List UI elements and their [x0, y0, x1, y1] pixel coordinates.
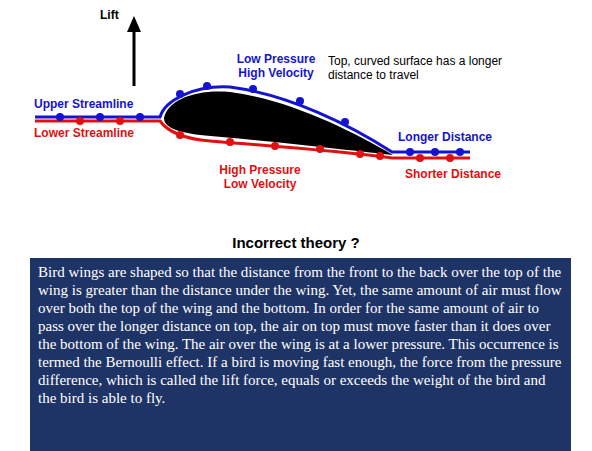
lift-label: Lift [100, 8, 119, 22]
upper-streamline-dots [56, 82, 464, 156]
high-pressure-label: High Pressure Low Velocity [210, 163, 310, 191]
text-panel: Bird wings are shaped so that the distan… [30, 258, 571, 451]
upper-streamline-label: Upper Streamline [34, 97, 133, 111]
lift-arrow-head [127, 16, 141, 32]
shorter-distance-label: Shorter Distance [405, 167, 501, 181]
note-text: Top, curved surface has a longer distanc… [328, 54, 503, 82]
longer-distance-label: Longer Distance [398, 130, 492, 144]
caption-heading: Incorrect theory ? [0, 234, 592, 252]
lower-streamline-label: Lower Streamline [34, 126, 134, 140]
lift-arrow-shaft [133, 30, 136, 86]
low-pressure-label: Low Pressure High Velocity [226, 52, 326, 80]
airfoil-shape [164, 92, 393, 155]
panel-paragraph: Bird wings are shaped so that the distan… [38, 263, 563, 407]
